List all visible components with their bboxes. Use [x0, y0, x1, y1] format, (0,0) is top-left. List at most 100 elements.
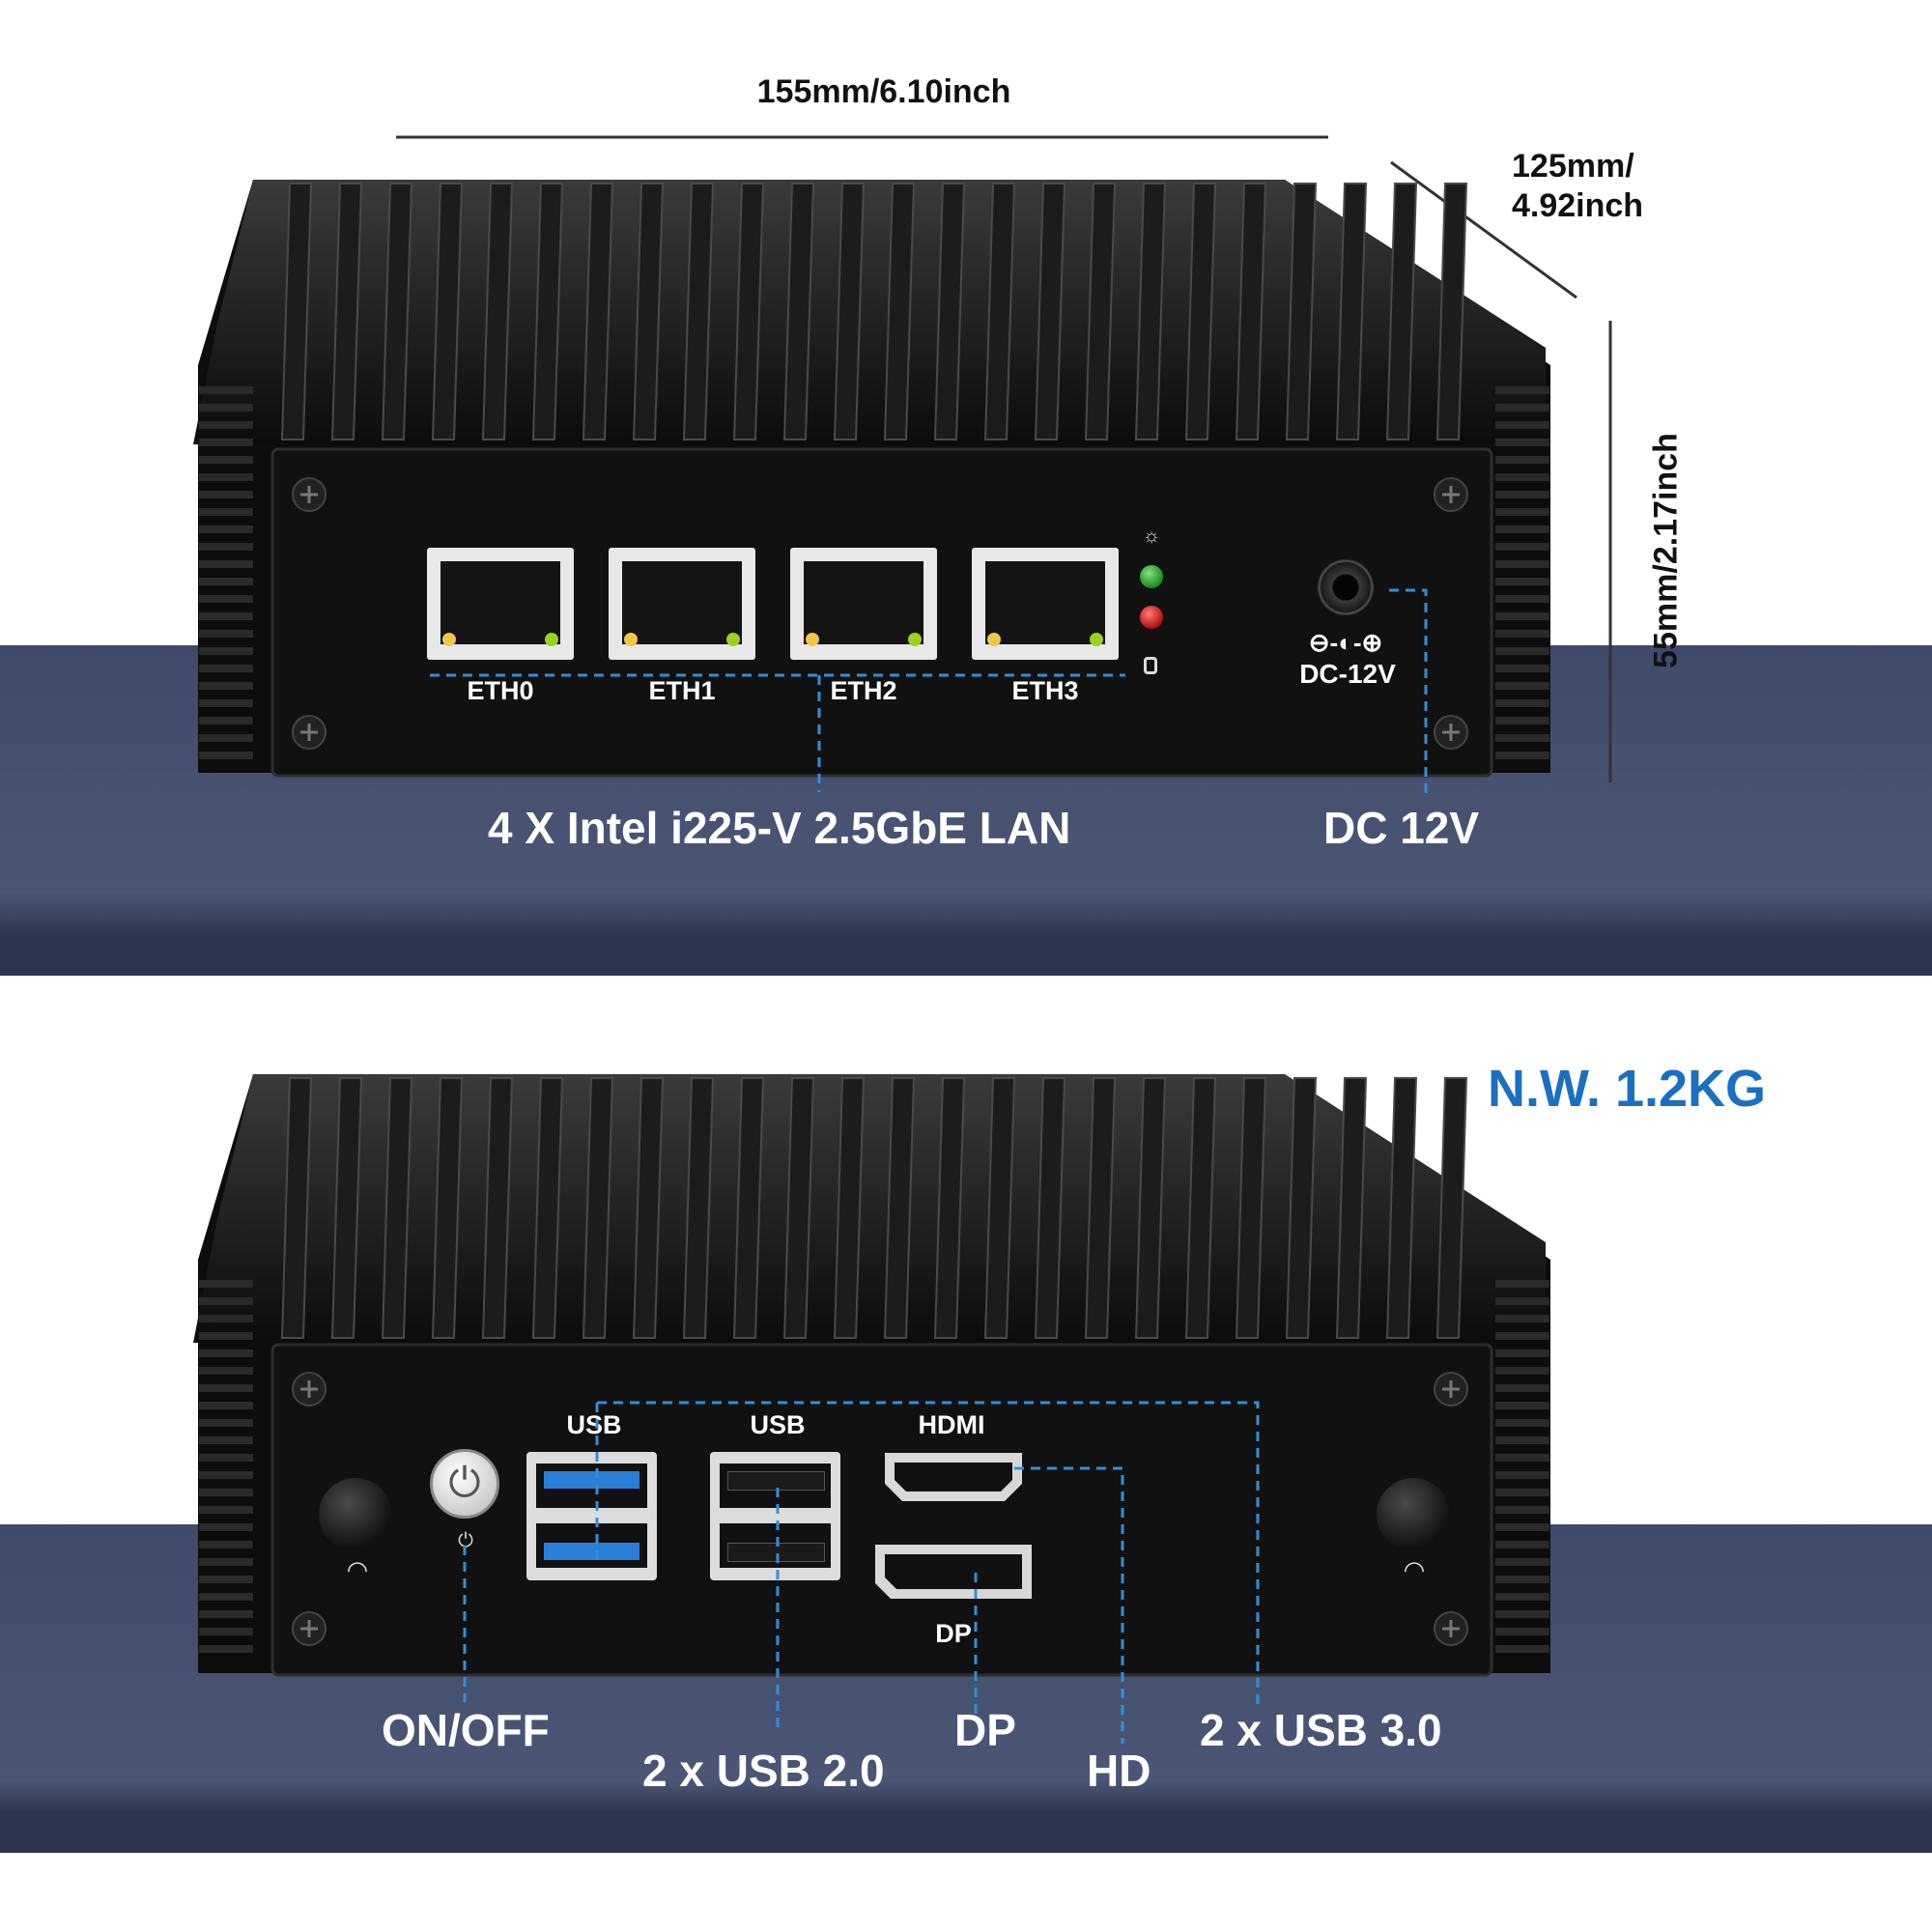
eth2-label: ETH2: [830, 676, 897, 705]
side-rib: [1495, 1332, 1549, 1340]
heatsink-fin: [481, 183, 514, 440]
side-rib: [1495, 526, 1549, 533]
side-rib: [1495, 734, 1549, 742]
heatsink-fin: [933, 183, 966, 440]
side-rib: [199, 1454, 253, 1462]
usb3-port-top: [536, 1463, 647, 1508]
heatsink-fin: [1335, 1077, 1368, 1339]
dc-polarity-icon: ⊖-◐-⊕: [1308, 628, 1383, 657]
side-rib: [1495, 1454, 1549, 1462]
usb2-callout: 2 x USB 2.0: [642, 1746, 885, 1796]
heatsink-fin: [632, 1077, 665, 1339]
side-rib: [1495, 1402, 1549, 1409]
heatsink-fin: [1385, 183, 1418, 440]
side-rib: [199, 1645, 253, 1653]
side-rib: [1495, 1593, 1549, 1601]
onoff-callout: ON/OFF: [382, 1705, 550, 1755]
side-rib: [1495, 752, 1549, 759]
link-led-icon: [987, 633, 1001, 646]
usb2-port-label: USB: [750, 1410, 806, 1439]
side-rib: [1495, 717, 1549, 724]
side-rib: [199, 752, 253, 759]
depth-dimension-label: 125mm/ 4.92inch: [1512, 147, 1643, 226]
hdmi-port-label: HDMI: [918, 1410, 985, 1439]
wifi-icon: ◠: [346, 1555, 369, 1584]
heatsink-fin: [481, 1077, 514, 1339]
side-rib: [199, 1436, 253, 1444]
usb3-callout: 2 x USB 3.0: [1200, 1705, 1442, 1755]
side-rib: [199, 1297, 253, 1305]
side-rib: [199, 491, 253, 498]
side-rib: [1495, 1436, 1549, 1444]
hd-callout: HD: [1087, 1746, 1151, 1796]
width-dimension-label: 155mm/6.10inch: [756, 73, 1011, 110]
side-rib: [199, 1384, 253, 1392]
heatsink-fin: [1235, 1077, 1267, 1339]
usb3-tongue: [544, 1471, 639, 1489]
side-rib: [1495, 404, 1549, 412]
heatsink-fin: [330, 183, 363, 440]
heatsink-fin: [1435, 1077, 1468, 1339]
heatsink-fin: [1134, 1077, 1167, 1339]
side-rib: [1495, 1645, 1549, 1653]
dp-port-label: DP: [935, 1619, 972, 1648]
side-rib: [1495, 1350, 1549, 1357]
side-rib: [199, 1471, 253, 1479]
side-rib: [1495, 456, 1549, 464]
heatsink-fin: [983, 183, 1016, 440]
heatsink-fin: [833, 1077, 866, 1339]
side-rib: [199, 543, 253, 551]
heatsink-fin: [431, 183, 464, 440]
heatsink-fin: [1435, 183, 1468, 440]
side-rib: [199, 473, 253, 481]
heatsink-fin: [1285, 183, 1318, 440]
side-rib: [199, 665, 253, 672]
rj45-socket-icon: [985, 561, 1105, 644]
heatsink-fin: [1184, 183, 1217, 440]
side-rib: [1495, 1315, 1549, 1322]
rj45-socket-icon: [804, 561, 923, 644]
heatsink-fin: [782, 183, 815, 440]
side-rib: [1495, 1610, 1549, 1618]
side-rib: [199, 1367, 253, 1375]
heatsink-fin: [1134, 183, 1167, 440]
wifi-antenna-left: [319, 1478, 392, 1551]
depth-label-line1: 125mm/: [1512, 148, 1634, 185]
side-rib: [1495, 612, 1549, 620]
side-rib: [1495, 1628, 1549, 1635]
usb3-port-stack: [526, 1452, 657, 1580]
link-led-icon: [442, 633, 456, 646]
green-status-led: [1140, 565, 1163, 588]
side-rib: [199, 456, 253, 464]
depth-label-line2: 4.92inch: [1512, 186, 1644, 224]
side-rib: [199, 1350, 253, 1357]
power-button[interactable]: ⏻: [430, 1449, 499, 1519]
side-rib: [199, 1541, 253, 1548]
heatsink-fin: [531, 183, 564, 440]
side-rib: [199, 1558, 253, 1566]
dc-power-jack: [1317, 558, 1375, 616]
side-rib: [199, 439, 253, 446]
heatsink-fin: [1084, 1077, 1117, 1339]
heatsink-fin: [381, 1077, 413, 1339]
side-rib: [199, 1332, 253, 1340]
side-rib: [1495, 578, 1549, 585]
side-rib: [199, 1506, 253, 1514]
side-rib: [199, 682, 253, 690]
ethernet-port-eth2: [790, 548, 937, 660]
displayport-port: [875, 1545, 1032, 1599]
side-rib: [199, 595, 253, 603]
side-rib: [199, 699, 253, 707]
rj45-socket-icon: [622, 561, 742, 644]
side-rib: [1495, 1558, 1549, 1566]
link-led-icon: [806, 633, 819, 646]
side-rib: [199, 630, 253, 638]
wifi-antenna-right: [1377, 1478, 1450, 1551]
eth1-label: ETH1: [648, 676, 716, 705]
side-rib: [199, 1610, 253, 1618]
side-rib: [1495, 473, 1549, 481]
side-rib: [199, 647, 253, 655]
heatsink-fin: [632, 183, 665, 440]
side-rib: [1495, 595, 1549, 603]
